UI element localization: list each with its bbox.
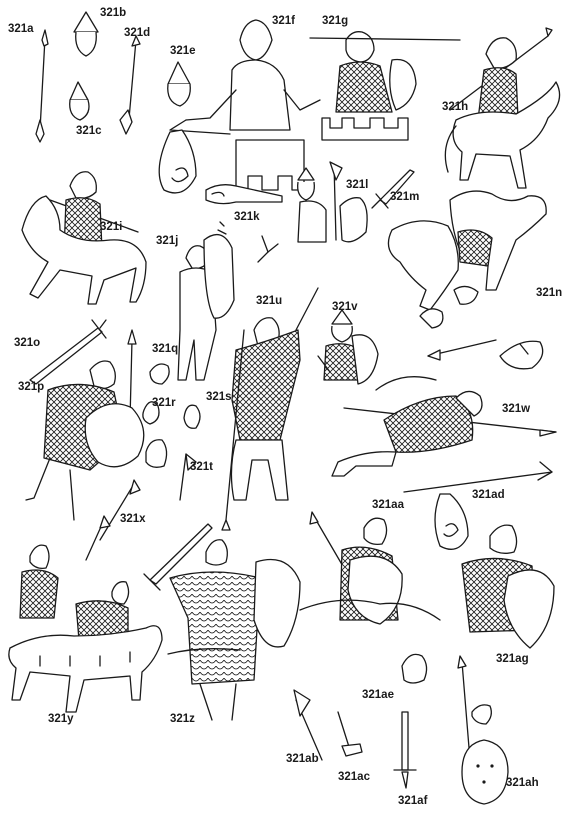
spear-321a [35, 29, 49, 143]
label-321k: 321k [234, 211, 260, 223]
figure-on-tower-321f [158, 19, 321, 194]
label-321ab: 321ab [286, 753, 319, 765]
label-321i: 321i [100, 221, 123, 233]
club-321k [205, 184, 283, 263]
helmeted-head-321ae [401, 653, 428, 684]
sword-321o [29, 319, 107, 385]
helmeted-head-321s [183, 404, 201, 429]
label-321ah: 321ah [506, 777, 539, 789]
label-321f: 321f [272, 15, 296, 27]
label-321l: 321l [346, 179, 369, 191]
helmeted-head-321c [69, 81, 90, 121]
label-321g: 321g [322, 15, 349, 27]
label-321ag: 321ag [496, 653, 529, 665]
label-321t: 321t [190, 461, 214, 473]
label-321ae: 321ae [362, 689, 394, 701]
helmeted-head-321b [73, 11, 99, 57]
label-321e: 321e [170, 45, 196, 57]
label-321u: 321u [256, 295, 283, 307]
label-321s: 321s [206, 391, 232, 403]
warrior-with-kite-shield-321ag [461, 524, 555, 649]
label-321d: 321d [124, 27, 151, 39]
mail-warrior-321g [309, 31, 461, 141]
label-321r: 321r [152, 397, 176, 409]
horsemen-group-321y [8, 515, 163, 713]
label-321aa: 321aa [372, 499, 404, 511]
label-321p: 321p [18, 381, 45, 393]
axe-and-spear-321x [99, 479, 141, 541]
label-321c: 321c [76, 125, 102, 137]
club-and-spear-321ad [403, 461, 553, 550]
label-321q: 321q [152, 343, 179, 355]
axe-321d [119, 35, 141, 135]
label-321x: 321x [120, 513, 146, 525]
warrior-with-shield-321j [177, 221, 235, 381]
label-321v: 321v [332, 301, 358, 313]
sword-hilt-321ac [337, 711, 363, 757]
spear-and-shield-fragment [427, 339, 544, 370]
label-321h: 321h [442, 101, 469, 113]
label-321y: 321y [48, 713, 74, 725]
warrior-with-shield-321aa [299, 511, 441, 625]
sword-321m [371, 169, 415, 209]
label-321w: 321w [502, 403, 531, 415]
horseman-321h [444, 27, 561, 189]
label-321m: 321m [390, 191, 420, 203]
label-321a: 321a [8, 23, 34, 35]
fallen-warrior-321w [331, 376, 557, 477]
label-321ac: 321ac [338, 771, 370, 783]
label-321j: 321j [156, 235, 179, 247]
sword-321af [393, 711, 417, 789]
warrior-with-shield-321v [317, 309, 379, 385]
helmeted-head-321e [167, 61, 191, 107]
label-321b: 321b [100, 7, 127, 19]
helmeted-head-321r [142, 401, 160, 425]
label-321ad: 321ad [472, 489, 505, 501]
scale-armour-warrior-321z [143, 523, 301, 721]
warrior-with-round-shield-321ah [457, 655, 509, 805]
horseman-321i [21, 171, 147, 305]
axe-and-head-321t [145, 439, 197, 501]
figure-with-axe-321l [297, 161, 368, 243]
label-321z: 321z [170, 713, 195, 725]
label-321af: 321af [398, 795, 428, 807]
mail-warrior-321u [221, 287, 319, 531]
hand-321q [149, 363, 170, 385]
label-321n: 321n [536, 287, 563, 299]
label-321o: 321o [14, 337, 41, 349]
axe-321ab [293, 689, 323, 761]
fallen-horses-321n [387, 190, 547, 329]
warrior-with-round-shield-321p [25, 329, 145, 521]
